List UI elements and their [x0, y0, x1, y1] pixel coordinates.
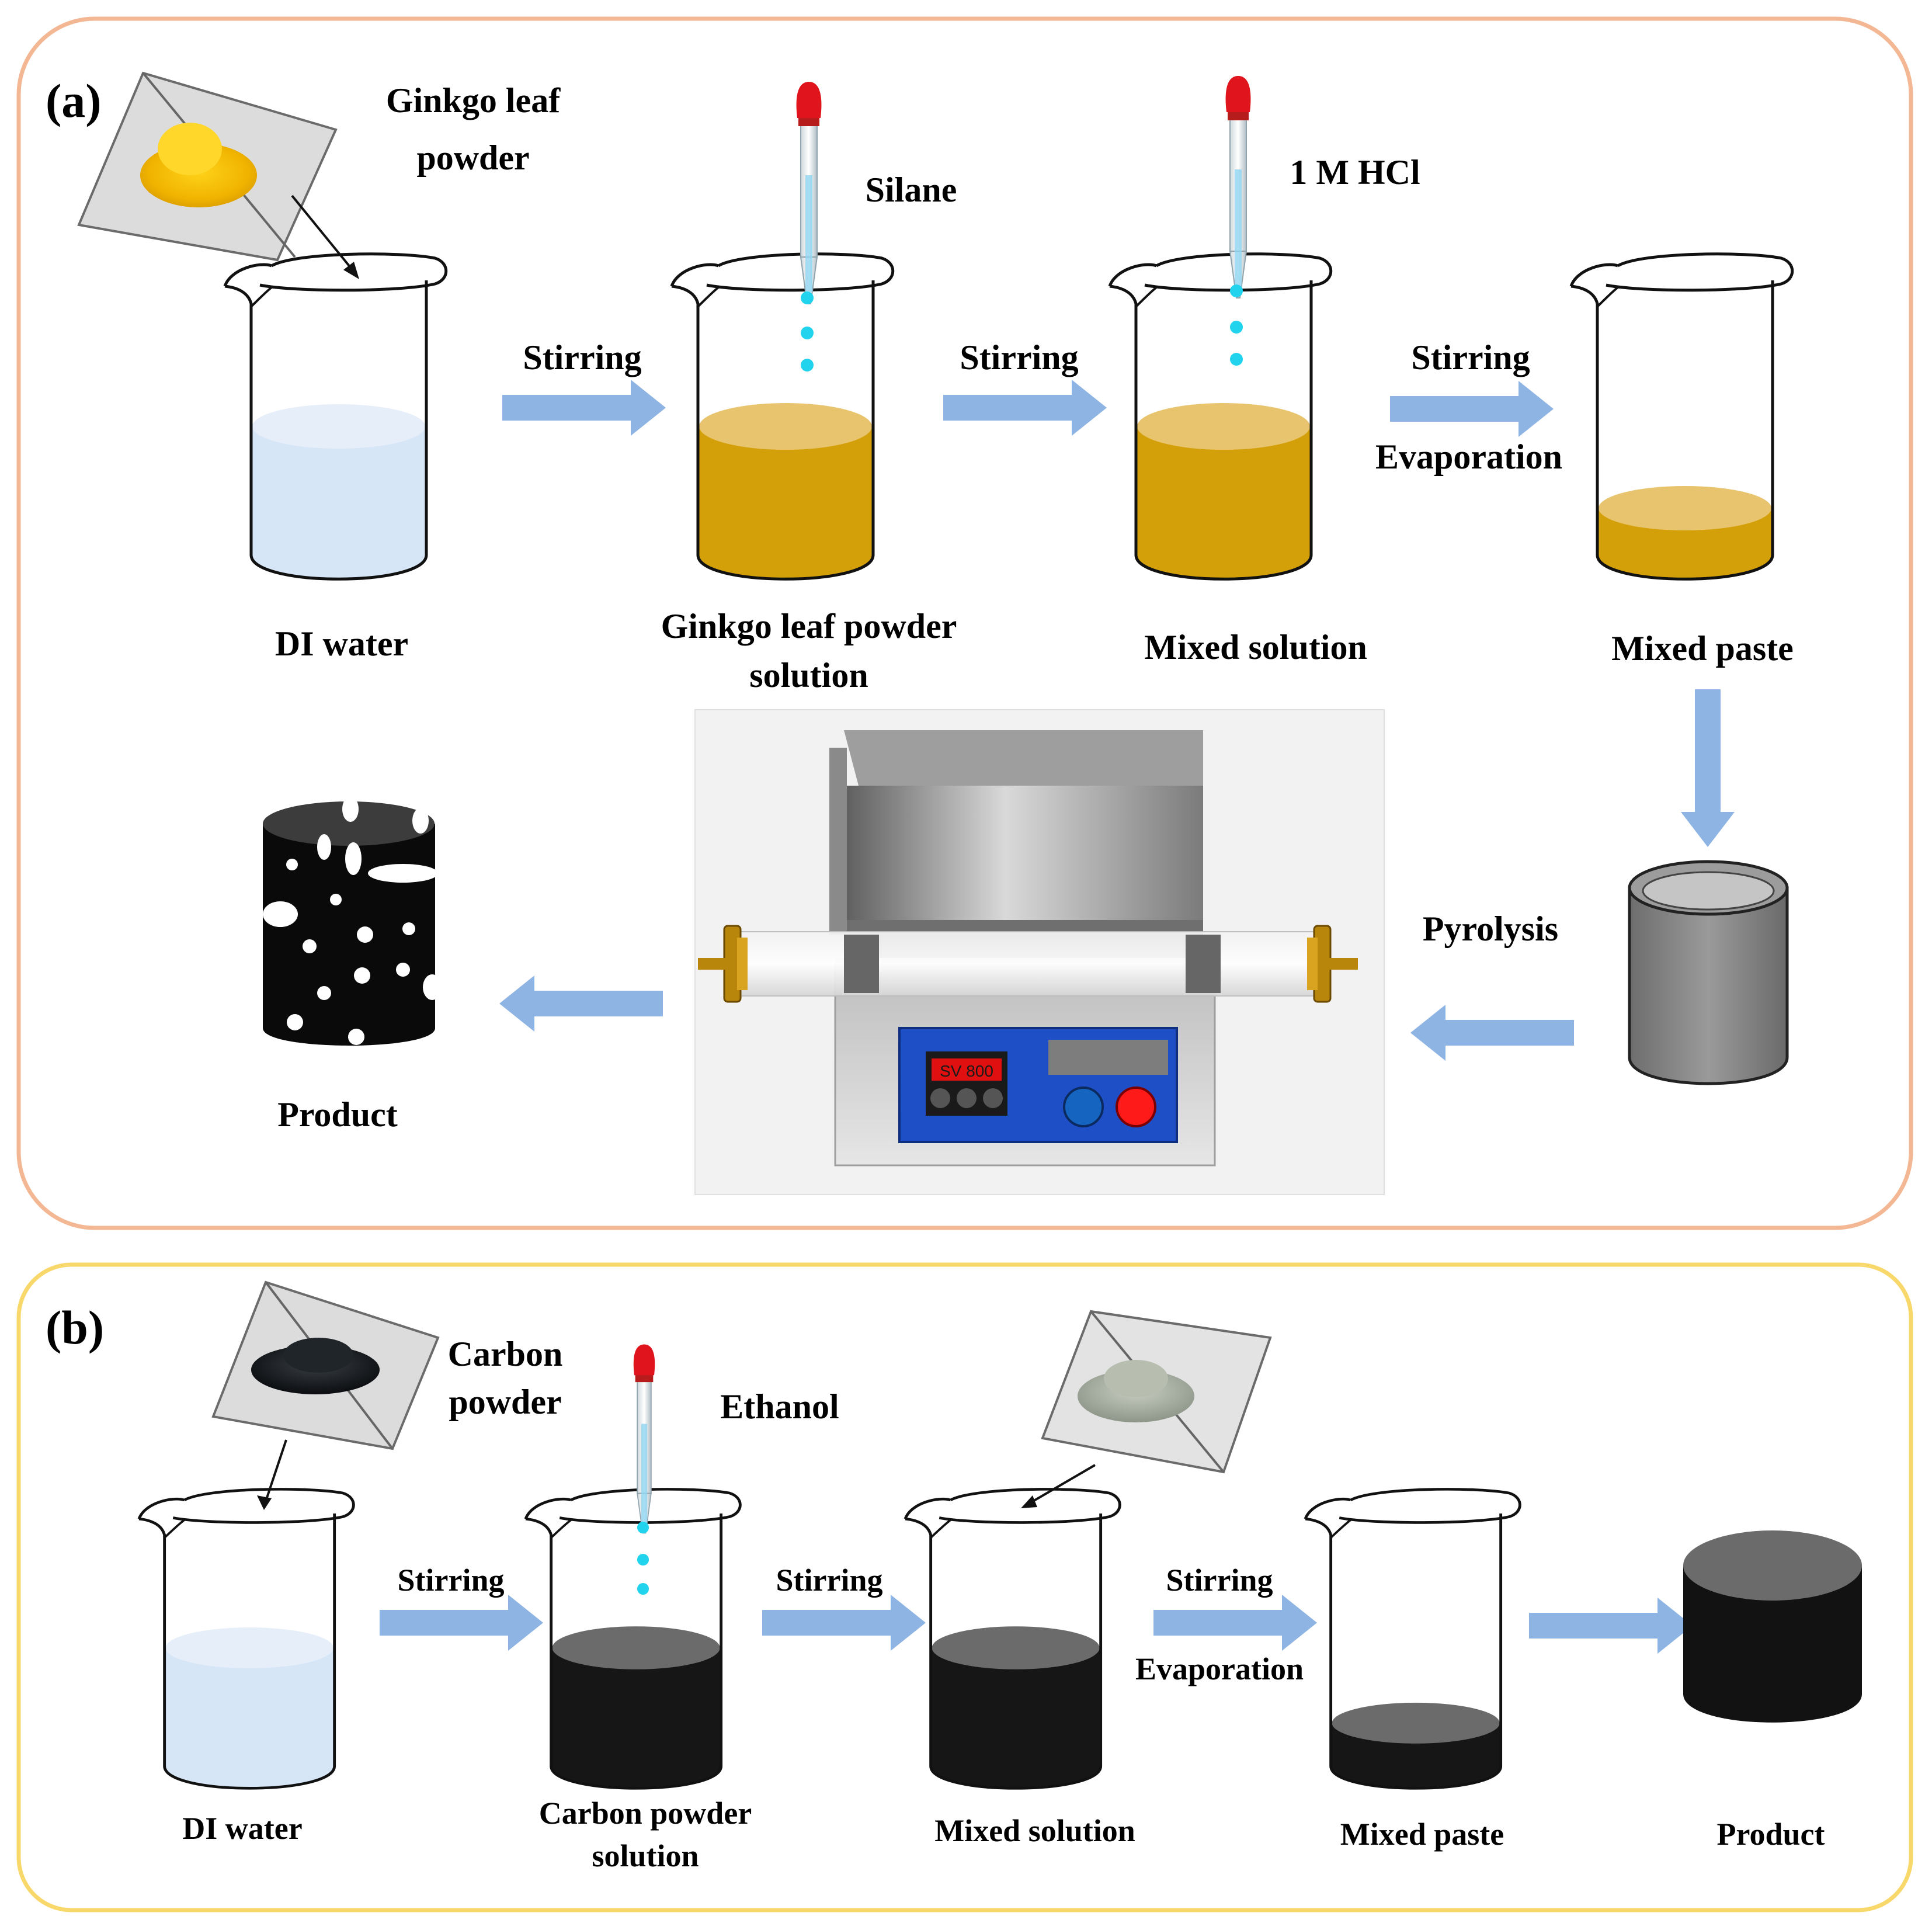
- dropper-silane-icon: [795, 81, 822, 304]
- step-label-mixed-paste: Mixed paste: [1611, 629, 1794, 668]
- furnace-display-text: SV 800: [940, 1062, 993, 1080]
- arrow-pyrolysis: [1410, 1005, 1574, 1061]
- arrow-label-b-evaporation: Evaporation: [1135, 1651, 1304, 1686]
- arrow-label-stirring-2: Stirring: [960, 338, 1078, 377]
- powder-into-beaker-arrow-b: [265, 1439, 287, 1502]
- step-label-ginkgo-solution-line2: solution: [749, 656, 868, 695]
- porous-carbon-product-icon: [263, 796, 442, 1046]
- reagent-label-hcl: 1 M HCl: [1290, 153, 1420, 192]
- arrow-label-evaporation: Evaporation: [1375, 438, 1562, 476]
- panel-b-frame: [16, 1262, 1913, 1912]
- drop: [1230, 353, 1243, 366]
- step-label-b-carbon-solution-line1: Carbon powder: [539, 1796, 752, 1831]
- beaker-b-carbon-solution: [526, 1489, 740, 1788]
- ginkgo-powder-label-line2: powder: [416, 138, 529, 177]
- carbon-product-cylinder-icon: [1683, 1530, 1862, 1723]
- beaker-b-mixed-solution: [905, 1489, 1120, 1788]
- arrow-to-product-a: [499, 976, 663, 1032]
- arrow-b-to-product: [1529, 1598, 1693, 1654]
- carbon-powder-label-line2: powder: [449, 1383, 561, 1421]
- gray-powder-paper-icon: [1041, 1310, 1272, 1474]
- step-label-ginkgo-solution-line1: Ginkgo leaf powder: [661, 607, 957, 645]
- beaker-b-mixed-paste: [1305, 1489, 1520, 1788]
- step-label-b-mixed-solution: Mixed solution: [934, 1813, 1135, 1848]
- carbon-powder-label-line1: Carbon: [448, 1335, 563, 1373]
- drop: [1230, 321, 1243, 334]
- step-label-mixed-solution: Mixed solution: [1144, 628, 1367, 667]
- reagent-label-silane: Silane: [866, 171, 957, 209]
- beaker-ginkgo-solution: [672, 254, 893, 579]
- drop: [801, 291, 814, 304]
- arrow-label-b-stirring-1: Stirring: [398, 1563, 505, 1598]
- drop: [801, 359, 814, 372]
- step-label-di-water: DI water: [275, 624, 408, 663]
- panel-a-label: (a): [46, 74, 102, 127]
- drop: [637, 1554, 649, 1565]
- crucible-icon: [1628, 860, 1789, 1085]
- arrow-label-pyrolysis: Pyrolysis: [1423, 910, 1558, 948]
- drop: [1230, 284, 1243, 297]
- step-label-b-carbon-solution-line2: solution: [592, 1838, 699, 1873]
- drop: [801, 327, 814, 339]
- arrow-b-stirring-evaporation: [1153, 1595, 1317, 1651]
- arrow-label-b-stirring-3: Stirring: [1166, 1563, 1273, 1598]
- tube-furnace-icon: SV 800: [694, 709, 1385, 1195]
- step-label-b-di-water: DI water: [182, 1811, 302, 1846]
- arrow-label-stirring-1: Stirring: [523, 338, 641, 377]
- arrow-stirring-2: [943, 380, 1107, 436]
- ginkgo-powder-label-line1: Ginkgo leaf: [386, 81, 561, 120]
- beaker-b-di-water: [139, 1489, 353, 1788]
- arrow-label-b-stirring-2: Stirring: [776, 1563, 883, 1598]
- gray-powder-into-beaker-arrow: [1027, 1464, 1096, 1505]
- carbon-powder-paper-icon: [211, 1280, 440, 1450]
- dropper-hcl-icon: [1225, 75, 1252, 298]
- arrow-label-stirring-3: Stirring: [1411, 338, 1530, 377]
- arrow-stirring-1: [502, 380, 666, 436]
- reagent-label-ethanol: Ethanol: [720, 1387, 839, 1426]
- drop: [637, 1583, 649, 1595]
- step-label-b-mixed-paste: Mixed paste: [1340, 1817, 1504, 1852]
- powder-into-beaker-arrow: [291, 195, 357, 276]
- arrow-down-to-crucible: [1681, 689, 1735, 847]
- arrow-stirring-evaporation: [1390, 381, 1554, 437]
- panel-b-label: (b): [46, 1301, 104, 1354]
- step-label-product-a: Product: [277, 1095, 398, 1134]
- panel-a-frame: [16, 16, 1913, 1230]
- beaker-mixed-paste: [1571, 254, 1792, 579]
- dropper-ethanol-icon: [633, 1344, 656, 1534]
- step-label-b-product: Product: [1717, 1817, 1825, 1852]
- beaker-di-water: [225, 254, 446, 579]
- drop: [637, 1522, 649, 1533]
- arrow-b-stirring-2: [762, 1595, 926, 1651]
- beaker-mixed-solution: [1110, 254, 1331, 579]
- arrow-b-stirring-1: [380, 1595, 543, 1651]
- ginkgo-powder-paper-icon: [77, 71, 338, 262]
